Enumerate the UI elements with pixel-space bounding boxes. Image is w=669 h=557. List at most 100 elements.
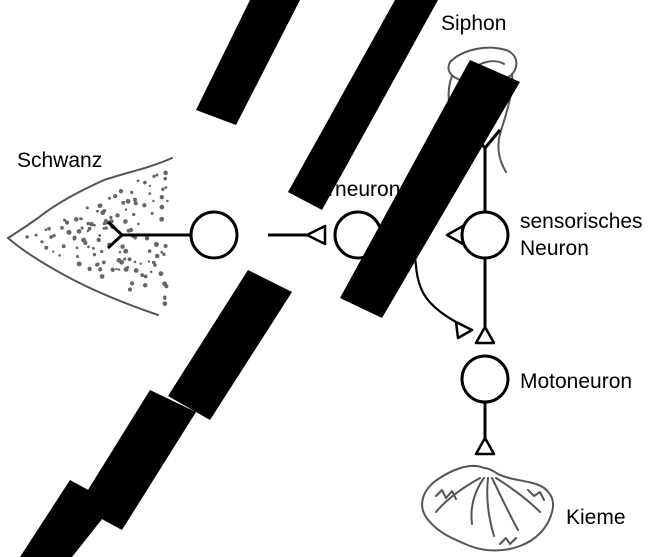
motor-neuron-label: Motoneuron (520, 370, 632, 393)
interneuron-label: Interneuron (293, 178, 400, 201)
tail-stipple-dot (130, 191, 133, 194)
tail-stipple-dot (76, 255, 79, 258)
tail-stipple-dot (148, 192, 151, 195)
gill-lobe-5 (436, 478, 480, 512)
tail-stipple-dot (86, 222, 90, 226)
tail-stipple-dot (155, 254, 159, 258)
gill-lobe-3 (492, 478, 518, 530)
tail-stipple-dot (100, 204, 103, 207)
tail-stipple-dot (87, 267, 91, 271)
tail-stipple-dot (89, 222, 93, 226)
tail-stipple-dot (152, 175, 155, 178)
tail-stipple-dot (148, 249, 152, 253)
sensory-neuron-label-line1: sensorisches (520, 210, 643, 233)
tail-stipple-dot (108, 197, 111, 200)
tail-stipple-dot (156, 174, 159, 177)
tail-stipple-dot (123, 249, 128, 254)
tail-stipple-dot (166, 200, 169, 203)
tail-stipple-dot (145, 236, 149, 240)
tail-receptor-ending (108, 222, 122, 248)
tail-stipple-dot (83, 241, 87, 245)
tail-stipple-dot (151, 212, 154, 215)
tail-stipple-dot (121, 201, 125, 205)
tail-sensory-neuron-soma (191, 212, 237, 258)
tail-stipple-dot (133, 198, 137, 202)
tail-stipple-dot (44, 228, 47, 231)
tail-stipple-dot (150, 271, 153, 274)
tail-stipple-dot (49, 235, 53, 239)
tail-stipple-dot (88, 227, 92, 231)
tail-stipple-dot (60, 226, 64, 230)
tail-stipple-dot (149, 185, 151, 187)
tail-stipple-dot (96, 210, 99, 213)
tail-stipple-dot (125, 208, 127, 210)
tail-stipple-dot (163, 301, 168, 306)
tail-stipple-dot (76, 246, 79, 249)
tail-stipple-dot (58, 254, 61, 257)
tail-stipple (25, 171, 168, 306)
tail-stipple-dot (67, 230, 72, 235)
tail-stipple-dot (160, 251, 163, 254)
gill-illustration (422, 466, 553, 551)
tail-stipple-dot (100, 210, 105, 215)
tail-stipple-dot (35, 234, 38, 237)
tail-stipple-dot (140, 263, 142, 265)
tail-stipple-dot (86, 206, 89, 209)
synapse-motor-gill (476, 438, 494, 454)
tail-stipple-dot (126, 266, 129, 269)
tail-stipple-dot (52, 250, 54, 252)
tail-stipple-dot (65, 221, 69, 225)
tail-stipple-dot (77, 261, 82, 266)
synapse-sensory-motor (476, 327, 494, 343)
tail-stipple-dot (119, 189, 123, 193)
tail-stipple-dot (137, 223, 140, 226)
tail-stipple-dot (161, 188, 165, 192)
tail-stipple-dot (153, 263, 157, 267)
tail-stipple-dot (92, 247, 95, 250)
watermark-stroke-4 (168, 270, 292, 420)
gill-label: Kieme (566, 506, 626, 529)
tail-stipple-dot (132, 213, 135, 216)
tail-stipple-dot (165, 186, 168, 189)
tail-stipple-dot (152, 200, 154, 202)
watermark-stroke-1 (196, 0, 300, 125)
motor-neuron-soma (462, 356, 508, 402)
tail-stipple-dot (40, 240, 43, 243)
tail-stipple-dot (163, 297, 166, 300)
tail-stipple-dot (62, 244, 66, 248)
sensory-neuron-soma (462, 212, 508, 258)
tail-stipple-dot (77, 229, 82, 234)
tail-stipple-dot (158, 271, 163, 276)
tail-stipple-dot (52, 234, 55, 237)
tail-stipple-dot (44, 246, 48, 250)
tail-label: Schwanz (17, 149, 102, 172)
gill-lobe-1 (472, 478, 485, 524)
tail-stipple-dot (119, 251, 122, 254)
tail-stipple-dot (164, 244, 168, 248)
tail-stipple-dot (25, 235, 29, 239)
tail-stipple-dot (128, 257, 132, 261)
tail-stipple-dot (123, 258, 126, 261)
tail-stipple-dot (100, 250, 103, 253)
tail-stipple-dot (144, 274, 148, 278)
tail-stipple-dot (98, 234, 101, 237)
tail-stipple-dot (160, 195, 164, 199)
tail-outline-lower (8, 238, 158, 315)
tail-stipple-dot (95, 263, 99, 267)
tail-stipple-dot (154, 242, 159, 247)
tail-stipple-dot (109, 216, 112, 219)
tail-stipple-dot (126, 199, 131, 204)
tail-stipple-dot (119, 260, 124, 265)
tail-stipple-dot (97, 238, 101, 242)
gill-lobe-2 (487, 478, 494, 536)
tail-stipple-dot (128, 287, 132, 291)
tail-stipple-dot (140, 273, 144, 277)
tail-stipple-dot (134, 268, 139, 273)
tail-stipple-dot (143, 181, 147, 185)
tail-stipple-dot (113, 194, 117, 198)
tail-stipple-dot (159, 217, 164, 222)
tail-stipple-dot (130, 281, 134, 285)
tail-stipple-dot (115, 213, 119, 217)
